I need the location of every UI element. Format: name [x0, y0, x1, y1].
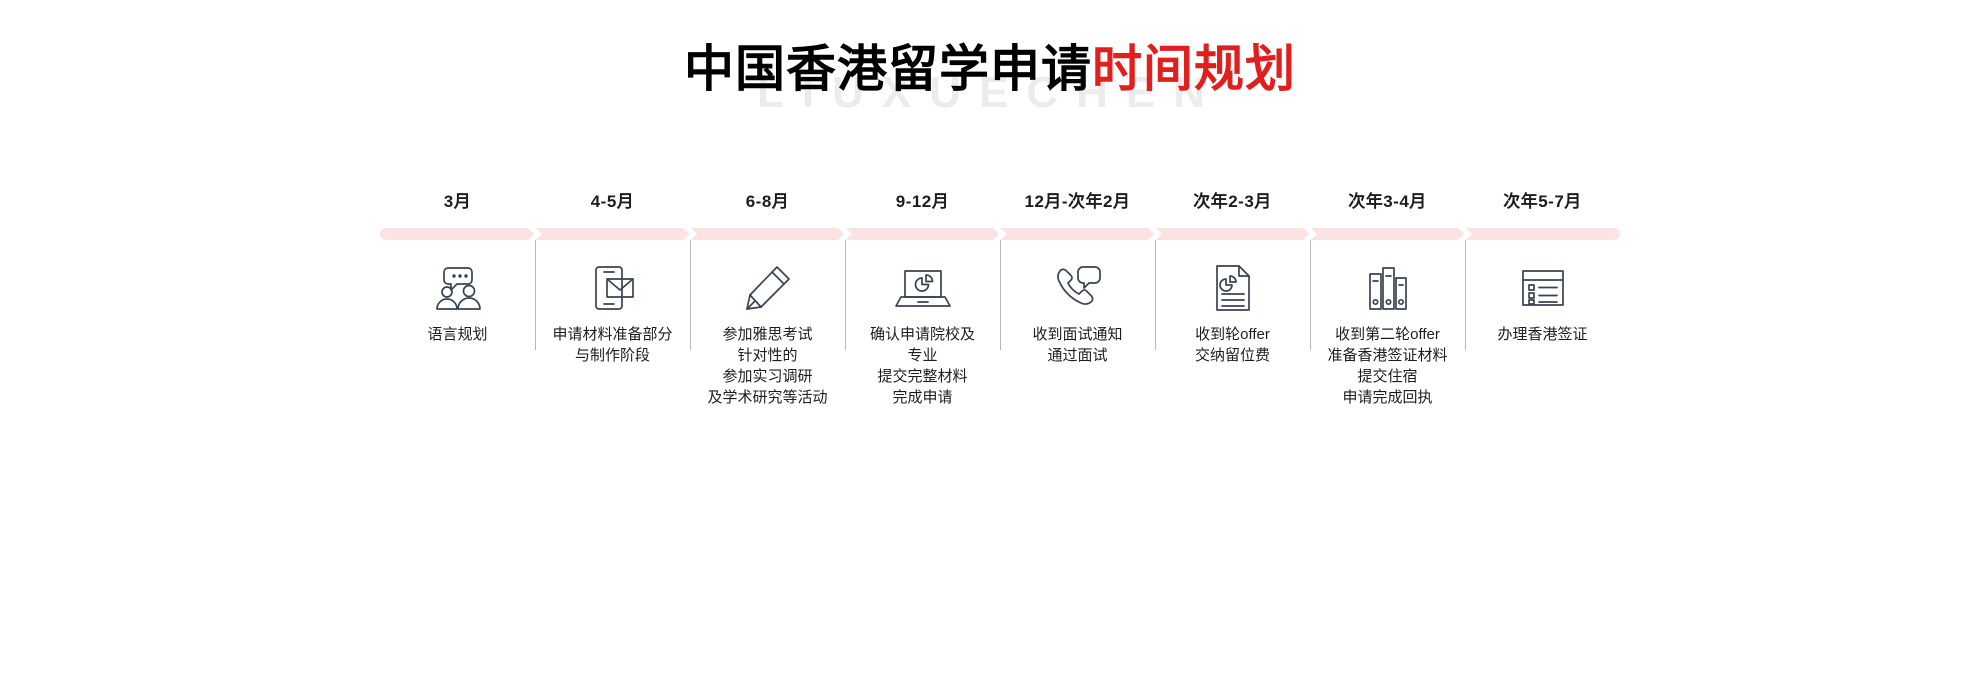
timeline-step[interactable]: 次年2-3月 收到轮offer 交纳留位费 — [1148, 190, 1310, 408]
step-month-label: 12月-次年2月 — [1024, 192, 1131, 211]
column-divider — [1465, 232, 1466, 350]
step-progress-bar — [1303, 228, 1465, 240]
document-chart-icon — [1212, 262, 1254, 314]
watermark-text: LIUXUECHEN — [756, 68, 1224, 117]
step-description: 收到轮offer 交纳留位费 — [1194, 326, 1270, 364]
title-block: LIUXUECHEN 中国香港留学申请时间规划 — [0, 38, 1980, 124]
step-month-label: 3月 — [443, 192, 472, 211]
step-month-label: 6-8月 — [745, 192, 790, 211]
column-divider — [845, 232, 846, 350]
step-month-label: 次年3-4月 — [1348, 192, 1427, 211]
timeline-step[interactable]: 次年3-4月 收到第二轮offer 准备香港签证材料 提交住宿 申请完成回执 — [1303, 190, 1465, 408]
page-title-red: 时间规划 — [1092, 41, 1296, 97]
column-divider — [1155, 232, 1156, 350]
step-month-label: 4-5月 — [590, 192, 635, 211]
step-month-label: 9-12月 — [895, 192, 950, 211]
step-description: 语言规划 — [427, 326, 488, 343]
step-progress-bar — [1458, 228, 1620, 240]
timeline-step[interactable]: 9-12月 确认申请院校及 专业 提交完整材料 完成申请 — [838, 190, 1000, 408]
page-title-black: 中国香港留学申请 — [684, 41, 1092, 97]
step-description: 收到面试通知 通过面试 — [1032, 326, 1123, 364]
timeline-step[interactable]: 6-8月 参加雅思考试 针对性的 参加实习调研 及学术研究等活动 — [683, 190, 845, 408]
column-divider — [535, 232, 536, 350]
timeline-step[interactable]: 3月 语言规划 — [380, 190, 535, 408]
timeline-step[interactable]: 12月-次年2月 收到面试通知 通过面试 — [993, 190, 1155, 408]
step-month-label: 次年2-3月 — [1193, 192, 1272, 211]
timeline-step[interactable]: 次年5-7月 办理香港签证 — [1458, 190, 1620, 408]
timeline-step[interactable]: 4-5月 申请材料准备部分 与制作阶段 — [528, 190, 690, 408]
step-progress-bar — [1148, 228, 1310, 240]
people-chat-icon — [432, 262, 484, 314]
step-progress-bar — [528, 228, 690, 240]
column-divider — [1000, 232, 1001, 350]
column-divider — [1310, 232, 1311, 350]
phone-call-icon — [1052, 262, 1104, 314]
phone-envelope-icon — [587, 262, 639, 314]
page-title: 中国香港留学申请时间规划 — [684, 38, 1296, 100]
step-progress-bar — [838, 228, 1000, 240]
timeline: 3月 语言规划 4-5月 — [380, 190, 1620, 408]
step-description: 收到第二轮offer 准备香港签证材料 提交住宿 申请完成回执 — [1327, 326, 1448, 406]
step-description: 办理香港签证 — [1497, 326, 1588, 343]
step-month-label: 次年5-7月 — [1503, 192, 1582, 211]
step-description: 申请材料准备部分 与制作阶段 — [552, 326, 673, 364]
step-progress-bar — [380, 228, 535, 240]
binders-icon — [1364, 262, 1412, 314]
pencil-icon — [743, 262, 793, 314]
checklist-icon — [1519, 262, 1567, 314]
step-progress-bar — [993, 228, 1155, 240]
step-progress-bar — [683, 228, 845, 240]
step-description: 参加雅思考试 针对性的 参加实习调研 及学术研究等活动 — [707, 326, 828, 406]
column-divider — [690, 232, 691, 350]
laptop-chart-icon — [894, 262, 951, 314]
step-description: 确认申请院校及 专业 提交完整材料 完成申请 — [869, 326, 975, 406]
